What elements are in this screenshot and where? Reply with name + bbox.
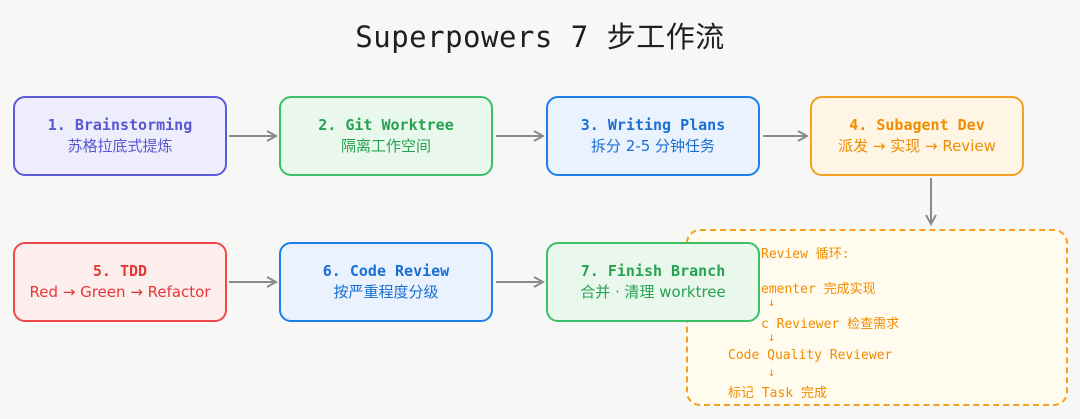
step-git-worktree: 2. Git Worktree 隔离工作空间	[279, 96, 493, 176]
step-title: 5. TDD	[92, 262, 148, 280]
step-subagent-dev: 4. Subagent Dev 派发 → 实现 → Review	[810, 96, 1024, 176]
step-title: 4. Subagent Dev	[849, 116, 985, 134]
loop-step-mark-complete: 标记 Task 完成	[728, 386, 827, 401]
step-desc: 按严重程度分级	[333, 283, 439, 301]
step-code-review: 6. Code Review 按严重程度分级	[279, 242, 493, 322]
step-desc: 派发 → 实现 → Review	[838, 137, 996, 155]
step-desc: 苏格拉底式提炼	[67, 137, 173, 155]
loop-heading: Review 循环:	[761, 247, 850, 262]
step-brainstorming: 1. Brainstorming 苏格拉底式提炼	[13, 96, 227, 176]
loop-down-arrow: ↓	[768, 295, 776, 309]
loop-step-spec-reviewer: c Reviewer 检查需求	[761, 317, 900, 332]
loop-down-arrow: ↓	[768, 365, 776, 379]
step-desc: Red → Green → Refactor	[29, 283, 211, 301]
loop-step-quality-reviewer: Code Quality Reviewer	[728, 348, 893, 363]
step-title: 6. Code Review	[322, 262, 450, 280]
step-title: 7. Finish Branch	[580, 262, 726, 280]
step-finish-branch: 7. Finish Branch 合并 · 清理 worktree	[546, 242, 760, 322]
loop-down-arrow: ↓	[768, 330, 776, 344]
step-title: 2. Git Worktree	[318, 116, 454, 134]
step-writing-plans: 3. Writing Plans 拆分 2-5 分钟任务	[546, 96, 760, 176]
step-desc: 拆分 2-5 分钟任务	[590, 137, 716, 155]
step-desc: 隔离工作空间	[340, 137, 431, 155]
loop-step-implementer: ementer 完成实现	[761, 282, 876, 297]
step-desc: 合并 · 清理 worktree	[580, 283, 726, 301]
step-tdd: 5. TDD Red → Green → Refactor	[13, 242, 227, 322]
diagram-title: Superpowers 7 步工作流	[355, 20, 725, 54]
step-title: 1. Brainstorming	[47, 116, 193, 134]
step-title: 3. Writing Plans	[580, 116, 726, 134]
